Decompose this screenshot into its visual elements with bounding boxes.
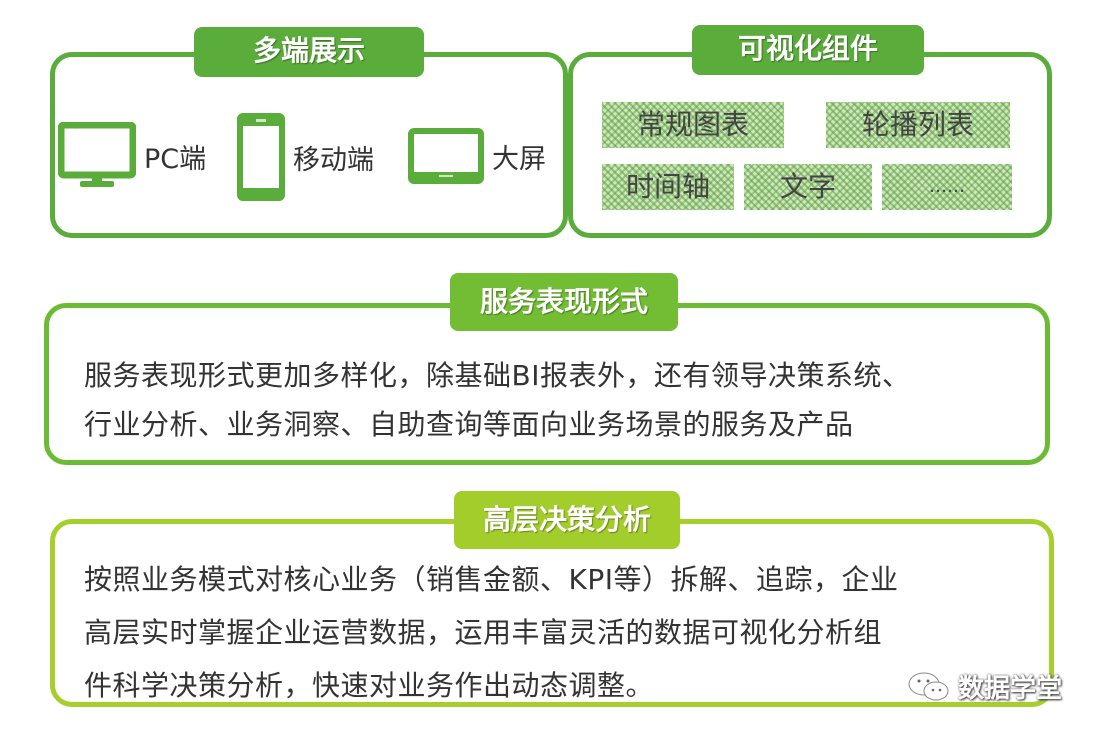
text-line: 行业分析、业务洞察、自助查询等面向业务场景的服务及产品 <box>84 408 854 441</box>
service-forms-text: 服务表现形式更加多样化，除基础BI报表外，还有领导决策系统、 行业分析、业务洞察… <box>84 352 910 448</box>
wechat-icon <box>908 672 949 700</box>
device-label-mobile: 移动端 <box>293 144 374 176</box>
component-more: …… <box>882 164 1012 210</box>
executive-analysis-title: 高层决策分析 <box>454 491 680 549</box>
watermark-text: 数据学堂 <box>957 674 1062 704</box>
text-line: 高层实时掌握企业运营数据，运用丰富灵活的数据可视化分析组 <box>84 616 883 649</box>
text-line: 件科学决策分析，快速对业务作出动态调整。 <box>84 669 655 702</box>
component-timeline: 时间轴 <box>602 164 734 210</box>
tablet-icon <box>408 128 484 184</box>
service-forms-title: 服务表现形式 <box>450 273 678 331</box>
text-line: 服务表现形式更加多样化，除基础BI报表外，还有领导决策系统、 <box>84 359 911 392</box>
text-line: 按照业务模式对核心业务（销售金额、KPI等）拆解、追踪，企业 <box>84 563 899 596</box>
component-chart: 常规图表 <box>602 102 784 148</box>
device-pc: PC端 <box>58 122 206 190</box>
visual-components-title: 可视化组件 <box>692 25 924 75</box>
component-text: 文字 <box>744 164 872 210</box>
device-label-bigscreen: 大屏 <box>492 143 546 175</box>
device-mobile: 移动端 <box>237 113 374 201</box>
executive-analysis-panel <box>50 519 1054 707</box>
component-carousel: 轮播列表 <box>826 102 1010 148</box>
watermark: 数据学堂 <box>906 668 1062 705</box>
executive-analysis-text: 按照业务模式对核心业务（销售金额、KPI等）拆解、追踪，企业 高层实时掌握企业运… <box>84 556 899 709</box>
multi-display-title: 多端展示 <box>194 27 424 77</box>
monitor-icon <box>58 122 136 187</box>
device-label-pc: PC端 <box>144 143 207 175</box>
device-bigscreen: 大屏 <box>408 128 546 184</box>
phone-icon <box>237 113 285 201</box>
